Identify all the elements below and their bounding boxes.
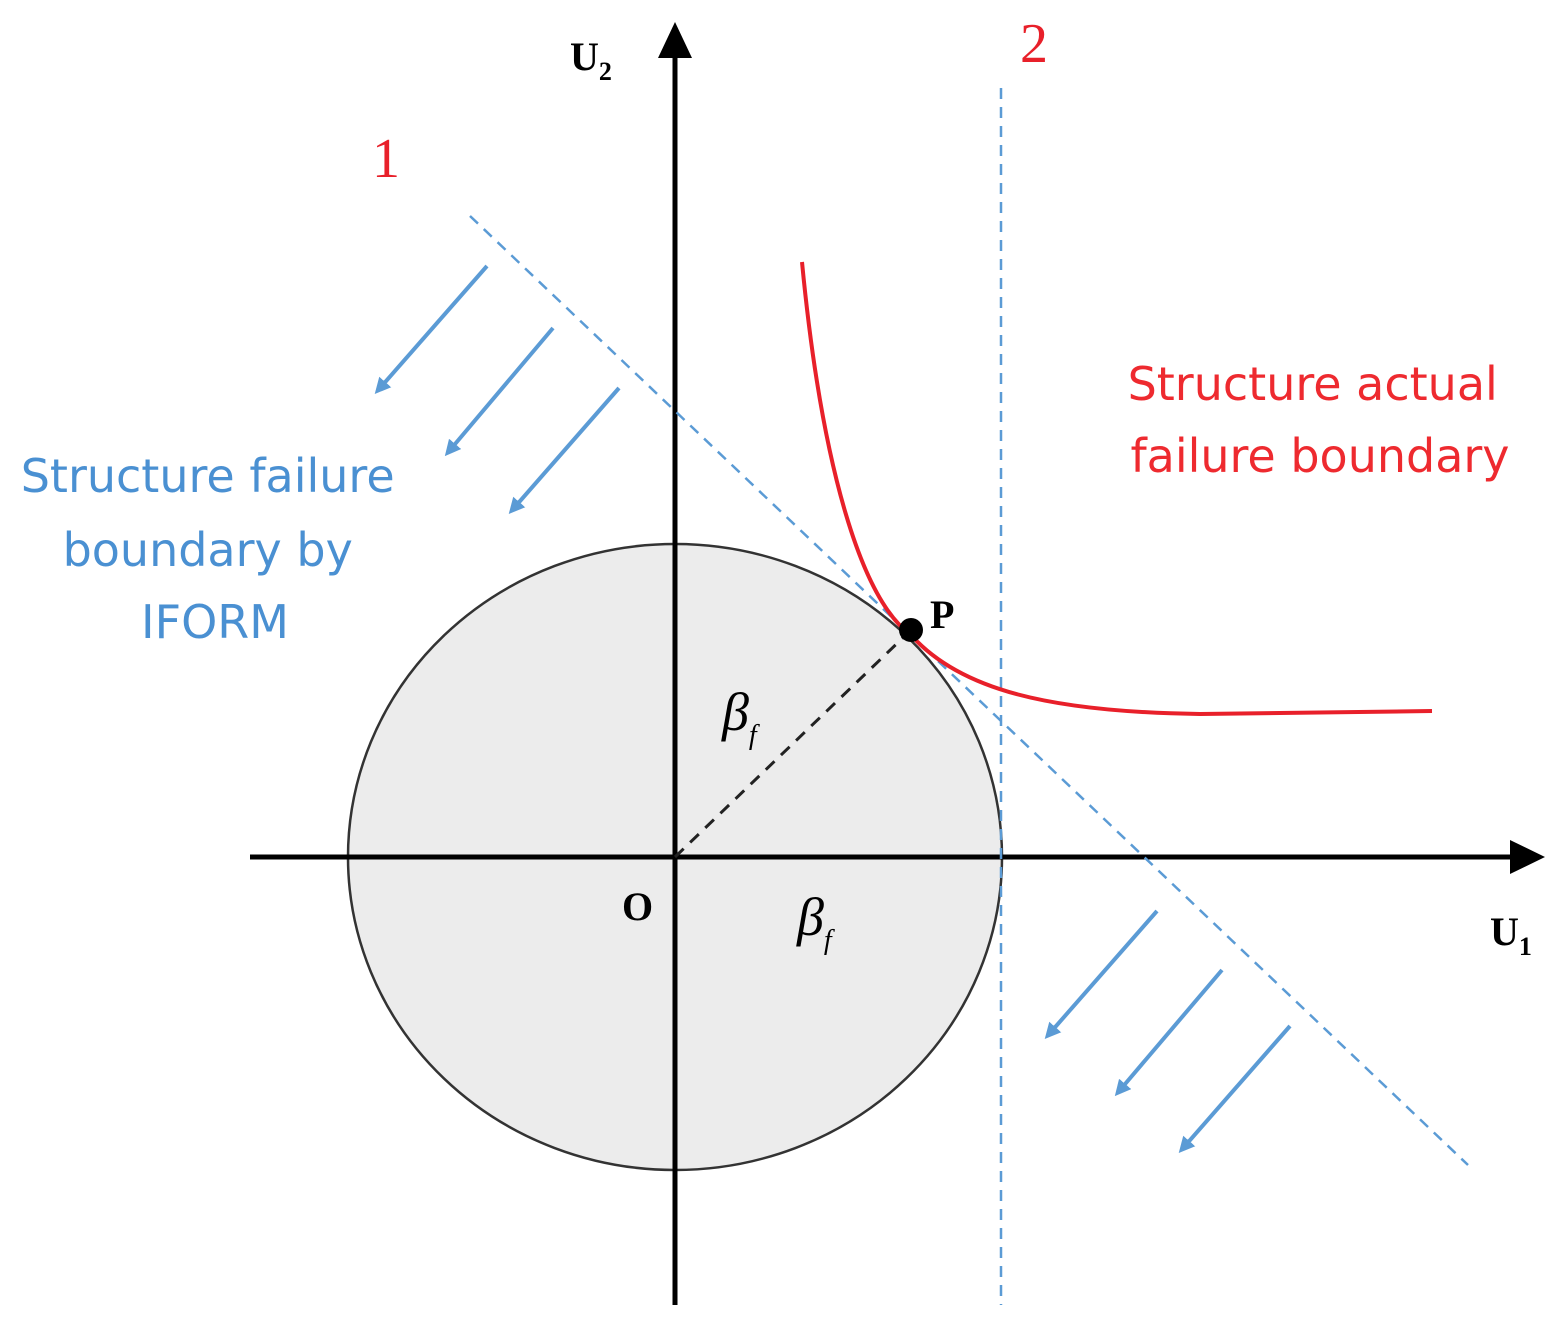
u2-axis-label: U2 [570, 34, 612, 86]
actual-boundary-caption: Structure actual failure boundary [1128, 357, 1513, 483]
failure-direction-arrows-lower [1044, 909, 1292, 1154]
u2-axis [658, 22, 692, 1305]
failure-arrow [444, 326, 555, 457]
boundary-marker-2: 2 [1020, 13, 1048, 75]
u1-axis [250, 840, 1545, 874]
design-point-label: P [930, 592, 954, 637]
u1-axis-arrowhead [1510, 840, 1545, 874]
beta-radius-label-diagonal: βf [721, 682, 760, 751]
failure-arrow [1114, 968, 1224, 1097]
iform-boundary-caption: Structure failure boundary by IFORM [21, 449, 410, 649]
beta-radius-label-horizontal: βf [796, 887, 835, 956]
u2-axis-arrowhead [658, 22, 692, 58]
failure-arrow [374, 264, 489, 395]
failure-arrow [508, 386, 621, 515]
u1-axis-label: U1 [1490, 909, 1532, 961]
boundary-marker-1: 1 [372, 128, 400, 190]
failure-arrow [1044, 909, 1159, 1040]
iform-boundary-line-1 [469, 215, 1469, 1166]
failure-direction-arrows-upper [374, 264, 621, 515]
design-point [899, 618, 923, 642]
origin-label: O [622, 884, 653, 929]
failure-arrow [1178, 1024, 1292, 1154]
